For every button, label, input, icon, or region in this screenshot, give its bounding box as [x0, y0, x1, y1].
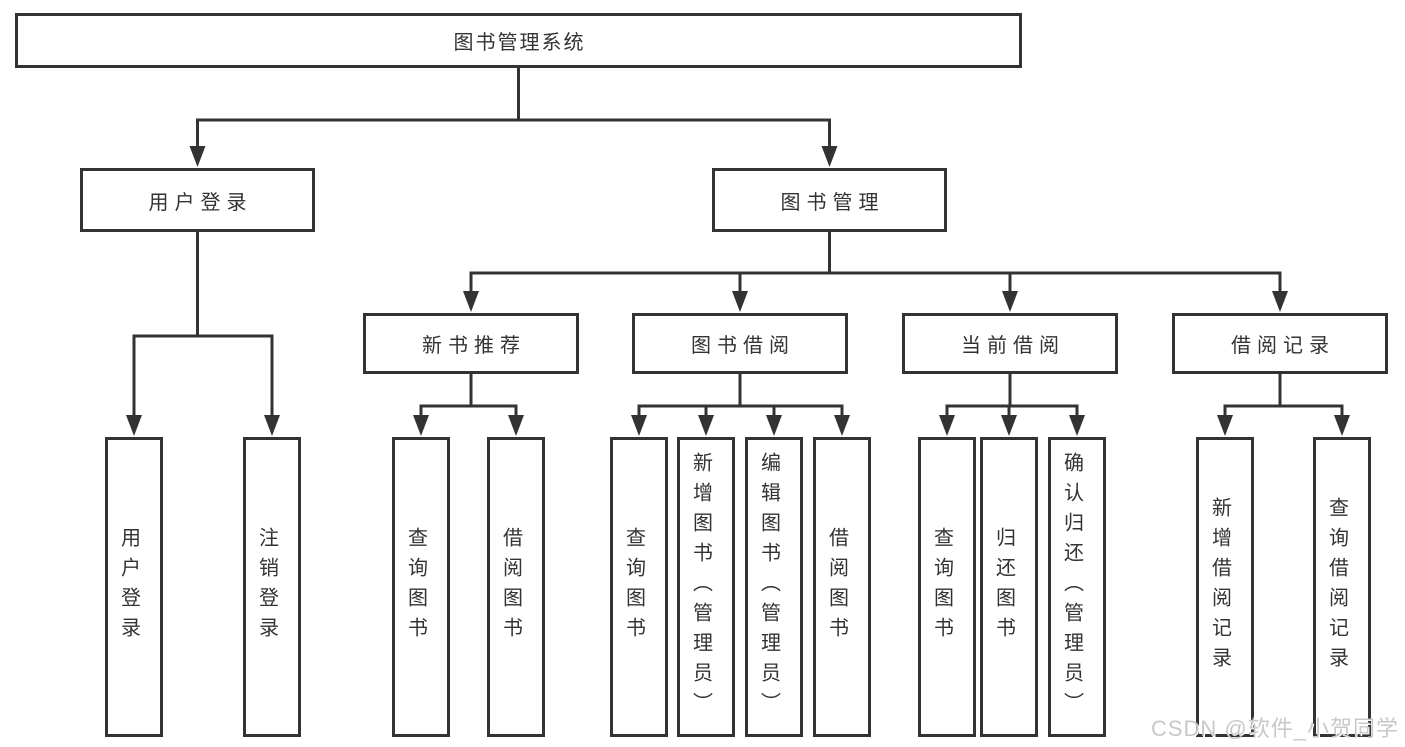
leaf-logout: 注销登录 — [243, 437, 301, 737]
leaf-return-book: 归还图书 — [980, 437, 1038, 737]
leaf-return-book-label: 归还图书 — [992, 527, 1015, 647]
arrowhead-leaf-e2 — [1334, 415, 1350, 436]
node-root-label: 图书管理系统 — [453, 32, 586, 54]
leaf-add-borrow-record: 新增借阅记录 — [1196, 437, 1254, 737]
leaf-query-books-3-label: 查询图书 — [930, 527, 953, 647]
node-book-management: 图书管理 — [712, 168, 947, 232]
leaf-borrow-books-2: 借阅图书 — [813, 437, 871, 737]
leaf-borrow-books-2-label: 借阅图书 — [825, 527, 848, 647]
leaf-add-book-admin: 新增图书（管理员） — [677, 437, 735, 737]
node-current-borrow-label: 当前借阅 — [961, 335, 1065, 357]
arrowhead-leaf-d3 — [1069, 415, 1085, 436]
leaf-query-borrow-record-label: 查询借阅记录 — [1325, 497, 1348, 677]
leaf-confirm-return-admin-label: 确认归还（管理员） — [1060, 452, 1083, 722]
arrowhead-leaf-a1 — [126, 415, 142, 436]
leaf-borrow-books-1-label: 借阅图书 — [499, 527, 522, 647]
arrowhead-leaf-d1 — [939, 415, 955, 436]
node-user-login: 用户登录 — [80, 168, 315, 232]
leaf-logout-label: 注销登录 — [255, 527, 278, 647]
leaf-query-borrow-record: 查询借阅记录 — [1313, 437, 1371, 737]
leaf-confirm-return-admin: 确认归还（管理员） — [1048, 437, 1106, 737]
leaf-query-books-1: 查询图书 — [392, 437, 450, 737]
leaf-query-books-3: 查询图书 — [918, 437, 976, 737]
leaf-query-books-2: 查询图书 — [610, 437, 668, 737]
arrowhead-section-1 — [463, 291, 479, 312]
arrowhead-leaf-c2 — [698, 415, 714, 436]
leaf-user-login-label: 用户登录 — [117, 527, 140, 647]
node-book-borrow: 图书借阅 — [632, 313, 848, 374]
arrowhead-leaf-d2 — [1001, 415, 1017, 436]
node-user-login-label: 用户登录 — [148, 191, 253, 214]
arrowhead-leaf-e1 — [1217, 415, 1233, 436]
node-book-management-label: 图书管理 — [780, 191, 885, 214]
node-book-borrow-label: 图书借阅 — [691, 335, 795, 357]
arrowhead-leaf-c4 — [834, 415, 850, 436]
leaf-borrow-books-1: 借阅图书 — [487, 437, 545, 737]
leaf-query-books-1-label: 查询图书 — [404, 527, 427, 647]
arrowhead-section-3 — [1002, 291, 1018, 312]
leaf-edit-book-admin: 编辑图书（管理员） — [745, 437, 803, 737]
watermark: CSDN @软件_小贺同学 — [1150, 716, 1399, 741]
node-root: 图书管理系统 — [15, 13, 1022, 68]
node-borrow-records: 借阅记录 — [1172, 313, 1388, 374]
arrowhead-manage — [821, 146, 838, 167]
leaf-add-borrow-record-label: 新增借阅记录 — [1208, 497, 1231, 677]
arrowhead-leaf-a2 — [264, 415, 280, 436]
leaf-user-login: 用户登录 — [105, 437, 163, 737]
arrowhead-login — [189, 146, 206, 167]
leaf-add-book-admin-label: 新增图书（管理员） — [689, 452, 712, 722]
leaf-query-books-2-label: 查询图书 — [622, 527, 645, 647]
node-new-book-recommend: 新书推荐 — [363, 313, 579, 374]
node-current-borrow: 当前借阅 — [902, 313, 1118, 374]
arrowhead-leaf-c3 — [766, 415, 782, 436]
node-borrow-records-label: 借阅记录 — [1231, 335, 1335, 357]
arrowhead-section-4 — [1272, 291, 1288, 312]
leaf-edit-book-admin-label: 编辑图书（管理员） — [757, 452, 780, 722]
arrowhead-section-2 — [732, 291, 748, 312]
arrowhead-leaf-b2 — [508, 415, 524, 436]
arrowhead-leaf-b1 — [413, 415, 429, 436]
node-new-book-recommend-label: 新书推荐 — [422, 335, 526, 357]
arrowhead-leaf-c1 — [631, 415, 647, 436]
